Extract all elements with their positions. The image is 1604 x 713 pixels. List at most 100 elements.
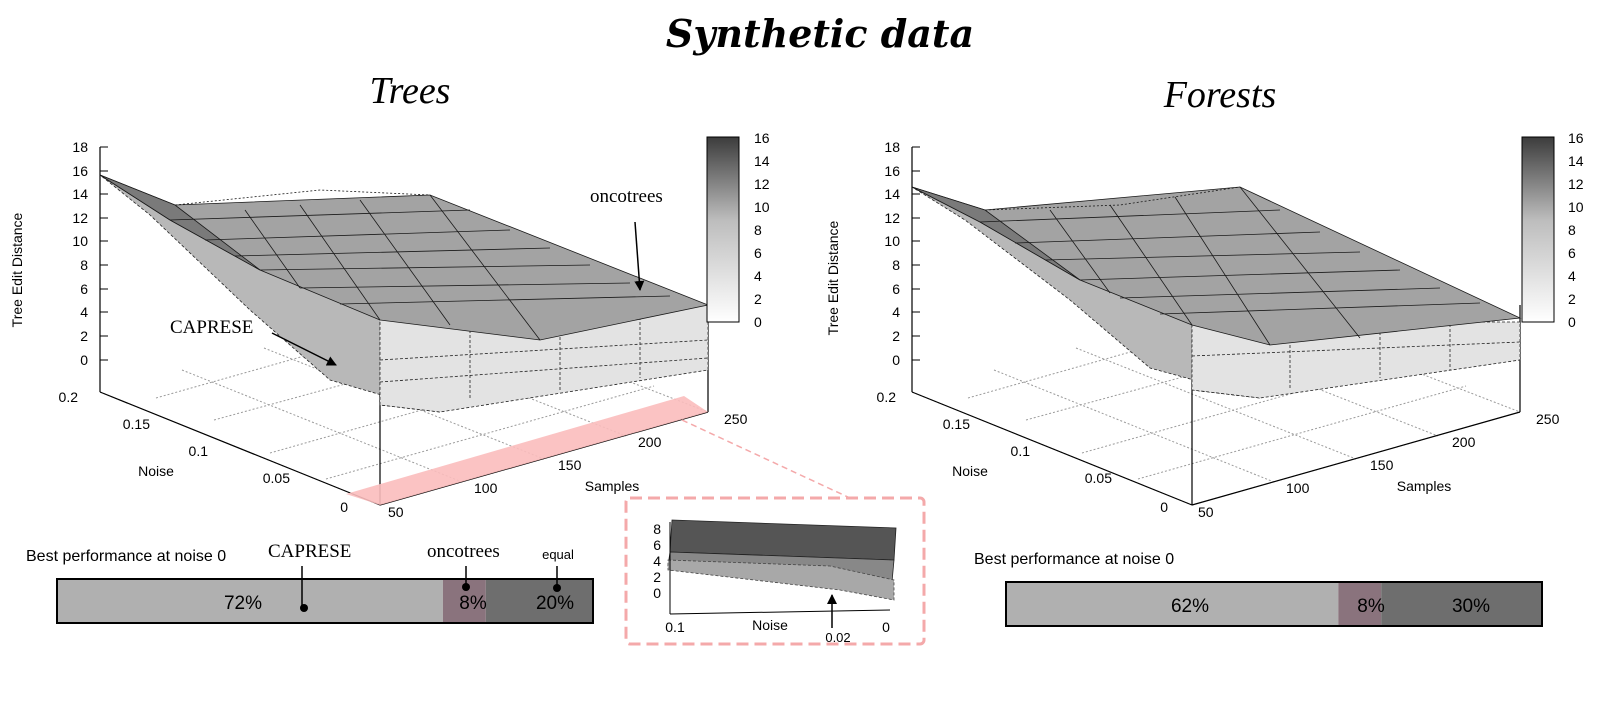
samples-axis: 50 100 150 200 250 — [388, 411, 748, 520]
bar-label-oncotrees: oncotrees — [427, 541, 500, 562]
colorbar-tick-label: 0 — [1568, 314, 1576, 330]
colorbar-tick-label: 16 — [754, 130, 770, 146]
colorbar-tick-label: 10 — [754, 199, 770, 215]
colorbar-tick-label: 0 — [754, 314, 762, 330]
z-axis: 18 16 14 12 10 8 6 4 2 0 — [884, 139, 920, 368]
colorbar-tick-label: 12 — [754, 176, 770, 192]
bar-segment-equal — [1381, 582, 1542, 626]
z-axis-label: Tree Edit Distance — [825, 220, 841, 335]
noise-tick-label: 0.15 — [123, 416, 150, 432]
z-tick-label: 6 — [80, 281, 88, 297]
noise-tick-label: 0.2 — [877, 389, 897, 405]
annotation-oncotrees-arrow — [634, 221, 645, 291]
bar-frame — [1005, 581, 1543, 627]
inset-frame — [624, 496, 926, 646]
colorbar-tick-label: 2 — [754, 291, 762, 307]
bar-segment-equal — [485, 579, 593, 623]
z-axis: 18 16 14 12 10 8 6 4 2 0 — [72, 139, 108, 368]
noise-tick-label: 0.1 — [1011, 443, 1031, 459]
panel-title: Trees — [370, 70, 451, 112]
annotation-oncotrees: oncotrees — [590, 186, 663, 207]
z-tick-label: 12 — [72, 210, 88, 226]
colorbar-tick-label: 8 — [1568, 222, 1576, 238]
z-axis-label: Tree Edit Distance — [9, 212, 25, 327]
bar-label-equal: equal — [542, 547, 574, 562]
annotation-caprese-arrow — [271, 332, 337, 366]
bar-frame — [56, 578, 594, 624]
colorbar-tick-label: 4 — [754, 268, 762, 284]
noise-tick-label: 0 — [340, 499, 348, 515]
inset-y-tick-label: 8 — [653, 521, 661, 537]
noise-zero-highlight — [346, 396, 708, 505]
colorbar-tick-label: 14 — [1568, 153, 1584, 169]
z-tick-label: 0 — [892, 352, 900, 368]
noise-tick-label: 0.15 — [943, 416, 970, 432]
surface-oncotrees — [911, 186, 1522, 346]
zoom-connector — [681, 419, 851, 499]
bar-value-equal: 30% — [1452, 596, 1490, 617]
z-tick-label: 14 — [884, 186, 900, 202]
colorbar-tick-label: 6 — [754, 245, 762, 261]
z-tick-label: 0 — [80, 352, 88, 368]
best-performance-label: Best performance at noise 0 — [26, 548, 226, 565]
inset-y-tick-label: 0 — [653, 585, 661, 601]
colorbar-tick-label: 12 — [1568, 176, 1584, 192]
figure-title: Synthetic data — [666, 11, 974, 56]
samples-tick-label: 200 — [638, 434, 662, 450]
performance-bar: 62% 8% 30% — [1005, 581, 1543, 627]
inset-annotation: 0.02 — [825, 630, 850, 645]
bar-value-oncotrees: 8% — [1357, 596, 1385, 617]
noise-axis: 0.2 0.15 0.1 0.05 0 — [59, 389, 349, 515]
z-tick-label: 12 — [884, 210, 900, 226]
annotation-caprese: CAPRESE — [170, 317, 253, 338]
inset-y-tick-label: 4 — [653, 553, 661, 569]
samples-axis: 50 100 150 200 250 — [1198, 411, 1560, 520]
colorbar-tick-label: 10 — [1568, 199, 1584, 215]
noise-tick-label: 0.05 — [1085, 470, 1112, 486]
bar-value-oncotrees: 8% — [459, 593, 487, 614]
noise-axis: 0.2 0.15 0.1 0.05 0 — [877, 389, 1169, 515]
z-tick-label: 8 — [892, 257, 900, 273]
panel-title: Forests — [1163, 74, 1277, 116]
samples-tick-label: 250 — [1536, 411, 1560, 427]
samples-axis-label: Samples — [1397, 478, 1451, 494]
surface-oncotrees — [99, 174, 710, 341]
best-performance-label: Best performance at noise 0 — [974, 551, 1174, 568]
colorbar-tick-label: 16 — [1568, 130, 1584, 146]
zoom-inset: 8 6 4 2 0 0.1 0 Noise 0.02 — [624, 419, 926, 646]
bar-value-caprese: 72% — [224, 593, 262, 614]
z-tick-label: 18 — [884, 139, 900, 155]
samples-tick-label: 100 — [474, 480, 498, 496]
z-tick-label: 14 — [72, 186, 88, 202]
z-tick-label: 2 — [892, 328, 900, 344]
samples-axis-label: Samples — [585, 478, 639, 494]
z-tick-label: 6 — [892, 281, 900, 297]
colorbar-tick-label: 6 — [1568, 245, 1576, 261]
z-tick-label: 16 — [884, 163, 900, 179]
colorbar: 16 14 12 10 8 6 4 2 0 — [706, 130, 770, 330]
z-tick-label: 16 — [72, 163, 88, 179]
z-tick-label: 2 — [80, 328, 88, 344]
panel-trees: Trees — [9, 70, 770, 624]
bar-segment-caprese — [57, 579, 443, 623]
inset-y-tick-label: 6 — [653, 537, 661, 553]
bar-value-equal: 20% — [536, 593, 574, 614]
colorbar-tick-label: 8 — [754, 222, 762, 238]
bar-segment-caprese — [1006, 582, 1339, 626]
bar-value-caprese: 62% — [1171, 596, 1209, 617]
samples-tick-label: 100 — [1286, 480, 1310, 496]
inset-x-axis-label: Noise — [752, 617, 788, 633]
z-tick-label: 8 — [80, 257, 88, 273]
z-tick-label: 10 — [72, 233, 88, 249]
z-tick-label: 10 — [884, 233, 900, 249]
performance-bar: 72% 8% 20% — [56, 566, 594, 624]
z-tick-label: 4 — [892, 304, 900, 320]
colorbar-tick-label: 2 — [1568, 291, 1576, 307]
noise-axis-label: Noise — [138, 463, 174, 479]
samples-tick-label: 150 — [1370, 457, 1394, 473]
noise-tick-label: 0.2 — [59, 389, 79, 405]
noise-tick-label: 0 — [1160, 499, 1168, 515]
bar-segment-oncotrees — [1338, 582, 1382, 626]
colorbar-tick-label: 4 — [1568, 268, 1576, 284]
